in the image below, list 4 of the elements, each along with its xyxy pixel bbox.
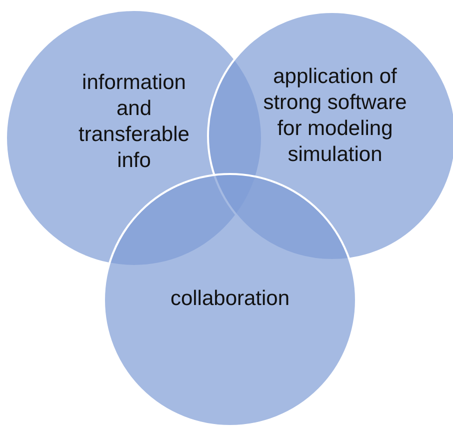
circle-label: information and transferable info [78, 70, 190, 174]
circle-label: collaboration [169, 286, 291, 312]
circle-label: application of strong software for modeling simulation [262, 64, 408, 168]
venn-circle [103, 173, 357, 427]
